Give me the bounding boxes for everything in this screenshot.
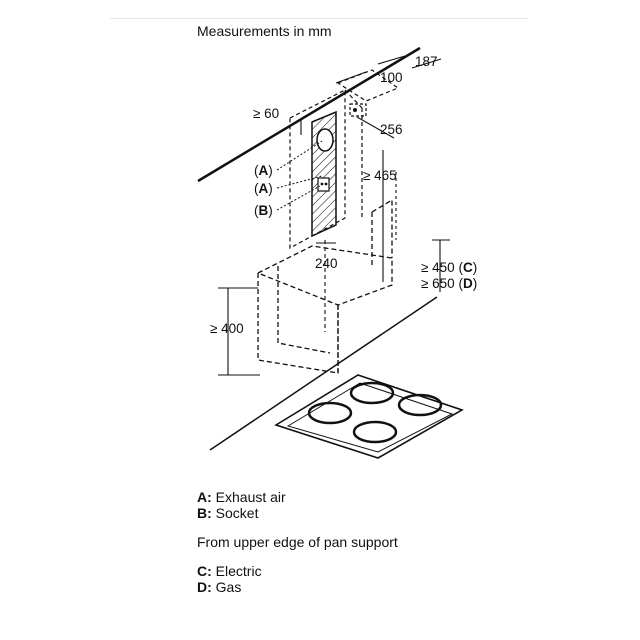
legend-b: B: Socket	[197, 505, 259, 521]
legend-a: A: Exhaust air	[197, 489, 286, 505]
dim-450-c: ≥ 450 (C)	[421, 260, 477, 275]
wall-bracket	[349, 103, 367, 117]
dimension-lines	[218, 55, 450, 376]
dim-400: ≥ 400	[210, 321, 244, 336]
worktop-line	[209, 296, 438, 451]
socket-box	[317, 177, 330, 192]
legend-cd: C: Electric D: Gas	[197, 563, 262, 595]
dim-187: 187	[415, 54, 438, 69]
ceiling-line	[197, 46, 421, 183]
dim-650-d: ≥ 650 (D)	[421, 276, 477, 291]
hob-burner-left	[307, 401, 353, 425]
legend-note: From upper edge of pan support	[197, 534, 398, 550]
dim-240: 240	[315, 256, 338, 271]
chimney-body	[311, 110, 337, 238]
legend-c: C: Electric	[197, 563, 262, 579]
legend-ab: A: Exhaust air B: Socket	[197, 489, 286, 521]
hob-burner-back	[349, 381, 395, 405]
callout-b: (B)	[254, 203, 273, 218]
legend-d: D: Gas	[197, 579, 242, 595]
top-divider	[110, 18, 528, 19]
callout-leaders	[276, 140, 323, 211]
hob-burner-right	[397, 393, 443, 417]
callout-a-1: (A)	[254, 163, 273, 178]
dim-465: ≥ 465	[363, 168, 397, 183]
hob	[274, 374, 464, 459]
exhaust-opening	[316, 128, 334, 152]
diagram-title: Measurements in mm	[197, 23, 332, 39]
hob-burner-front	[352, 420, 398, 444]
dim-100: 100	[380, 70, 403, 85]
dim-60: ≥ 60	[253, 106, 279, 121]
callout-a-2: (A)	[254, 181, 273, 196]
chimney-outline	[289, 69, 400, 250]
dim-256: 256	[380, 122, 403, 137]
